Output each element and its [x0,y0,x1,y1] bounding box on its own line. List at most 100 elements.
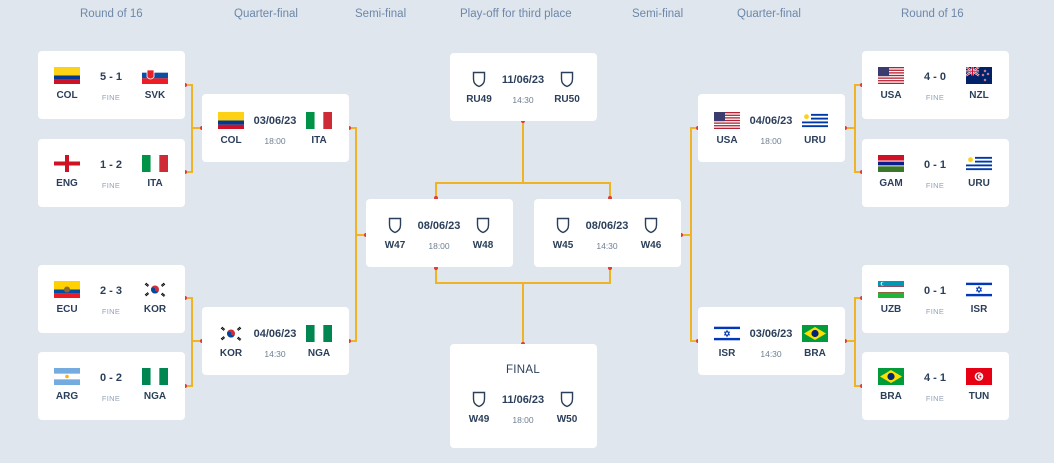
match-status: FINE [101,394,121,403]
stage-label-r16-left: Round of 16 [80,8,143,20]
match-card-qf-2[interactable]: KOR 04/06/23 14:30 NGA [202,307,349,375]
team-code: KOR [219,348,243,359]
match-info: 0 - 1 FINE [900,285,970,316]
team-away: NZL [959,67,999,101]
match-info: 08/06/23 18:00 [404,220,474,251]
colombia-flag-icon [54,67,80,84]
colombia-flag-icon [218,112,244,129]
match-card-qf-4[interactable]: ISR 03/06/23 14:30 BRA [698,307,845,375]
nigeria-flag-icon [142,368,168,385]
match-card-r16-7[interactable]: UZB 0 - 1 FINE ISR [862,265,1009,333]
team-away: W50 [547,391,587,425]
match-card-r16-5[interactable]: USA 4 - 0 FINE NZL [862,51,1009,119]
team-away: TUN [959,368,999,402]
match-status: FINE [101,307,121,316]
match-info: 0 - 1 FINE [900,159,970,190]
nigeria-flag-icon [306,325,332,342]
match-score: 0 - 1 [923,285,946,297]
team-code: USA [880,90,902,101]
italy-flag-icon [142,155,168,172]
team-away: NGA [299,325,339,359]
brazil-flag-icon [802,325,828,342]
shield-icon [560,391,574,408]
team-away: KOR [135,281,175,315]
stage-label-r16-right: Round of 16 [901,8,964,20]
team-code: COL [56,90,78,101]
team-home: ENG [47,155,87,189]
usa-flag-icon [878,67,904,84]
match-info: 5 - 1 FINE [76,71,146,102]
team-away: URU [959,155,999,189]
shield-icon [644,217,658,234]
team-code: W50 [556,414,578,425]
match-card-r16-1[interactable]: COL 5 - 1 FINE SVK [38,51,185,119]
uruguay-flag-icon [802,112,828,129]
match-info: 04/06/23 18:00 [736,115,806,146]
match-date: 04/06/23 [749,115,793,127]
match-card-qf-1[interactable]: COL 03/06/23 18:00 ITA [202,94,349,162]
match-info: 03/06/23 14:30 [736,328,806,359]
match-time: 14:30 [264,349,286,359]
match-date: 11/06/23 [501,74,545,86]
team-home: GAM [871,155,911,189]
team-code: NZL [969,90,989,101]
team-home: USA [871,67,911,101]
match-card-sf-1[interactable]: W47 08/06/23 18:00 W48 [366,199,513,267]
match-card-r16-4[interactable]: ARG 0 - 2 FINE NGA [38,352,185,420]
match-info: 0 - 2 FINE [76,372,146,403]
match-card-final[interactable]: FINAL W49 11/06/23 18:00 W50 [450,344,597,448]
match-card-r16-6[interactable]: GAM 0 - 1 FINE URU [862,139,1009,207]
match-status: FINE [925,181,945,190]
stage-label-sf-right: Semi-final [632,8,684,20]
team-away: ISR [959,281,999,315]
team-code: UZB [880,304,902,315]
match-time: 18:00 [760,136,782,146]
match-status: FINE [925,93,945,102]
match-card-sf-2[interactable]: W45 08/06/23 14:30 W46 [534,199,681,267]
team-code: USA [716,135,738,146]
match-status: FINE [101,181,121,190]
gambia-flag-icon [878,155,904,172]
team-home: ARG [47,368,87,402]
match-info: 08/06/23 14:30 [572,220,642,251]
match-date: 11/06/23 [501,394,545,406]
match-card-r16-2[interactable]: ENG 1 - 2 FINE ITA [38,139,185,207]
england-flag-icon [54,155,80,172]
italy-flag-icon [306,112,332,129]
team-away: SVK [135,67,175,101]
ecuador-flag-icon [54,281,80,298]
team-code: KOR [143,304,167,315]
new-zealand-flag-icon [966,67,992,84]
match-date: 03/06/23 [749,328,793,340]
match-time: 18:00 [428,241,450,251]
shield-icon [560,71,574,88]
match-info: 4 - 0 FINE [900,71,970,102]
team-code: NGA [307,348,331,359]
team-away: URU [795,112,835,146]
team-home: W47 [375,217,415,251]
match-card-third-place[interactable]: RU49 11/06/23 14:30 RU50 [450,53,597,121]
team-away: RU50 [547,71,587,105]
match-score: 0 - 1 [923,159,946,171]
uruguay-flag-icon [966,155,992,172]
match-score: 2 - 3 [99,285,122,297]
team-home: ECU [47,281,87,315]
match-info: 11/06/23 18:00 [488,394,558,425]
match-card-r16-3[interactable]: ECU 2 - 3 FINE KOR [38,265,185,333]
team-code: RU49 [466,94,492,105]
usa-flag-icon [714,112,740,129]
match-date: 08/06/23 [585,220,629,232]
match-date: 03/06/23 [253,115,297,127]
shield-icon [472,391,486,408]
team-home: COL [211,112,251,146]
match-score: 1 - 2 [99,159,122,171]
team-away: ITA [135,155,175,189]
team-code: ISR [718,348,736,359]
team-code: W45 [552,240,574,251]
match-card-qf-3[interactable]: USA 04/06/23 18:00 URU [698,94,845,162]
team-away: W46 [631,217,671,251]
match-card-r16-8[interactable]: BRA 4 - 1 FINE TUN [862,352,1009,420]
match-score: 5 - 1 [99,71,122,83]
match-time: 14:30 [596,241,618,251]
match-status: FINE [925,394,945,403]
